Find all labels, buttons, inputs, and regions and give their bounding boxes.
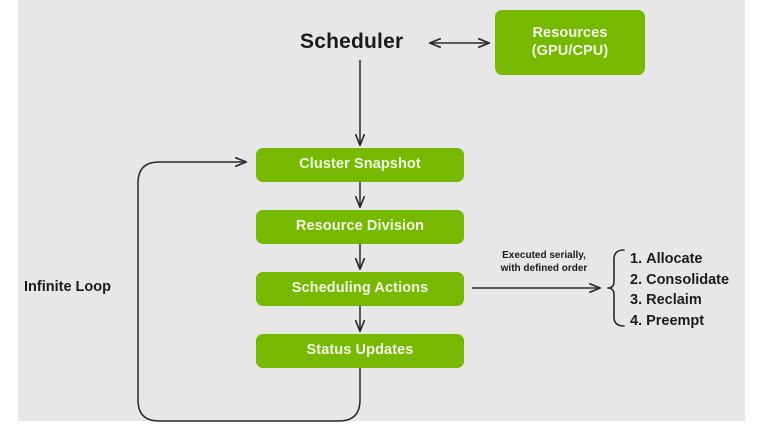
node-resource-division[interactable]: Resource Division (256, 210, 464, 244)
actions-list: 1.Allocate 2.Consolidate 3.Reclaim 4.Pre… (630, 249, 729, 331)
list-item: 4.Preempt (630, 311, 729, 332)
node-cluster-snapshot[interactable]: Cluster Snapshot (256, 148, 464, 182)
connector-infinite-loop (137, 162, 361, 422)
serial-note-line1: Executed serially, (502, 250, 586, 261)
node-resources[interactable]: Resources (GPU/CPU) (495, 10, 645, 75)
action-number: 2. (630, 271, 643, 288)
list-item: 3.Reclaim (630, 290, 729, 311)
action-number: 3. (630, 292, 643, 309)
list-item: 1.Allocate (630, 249, 729, 270)
node-resources-line2: (GPU/CPU) (531, 42, 609, 59)
node-resources-line1: Resources (532, 25, 608, 42)
serial-note-line2: with defined order (500, 262, 588, 274)
serial-execution-note: Executed serially, with defined order (484, 250, 604, 275)
action-label: Preempt (646, 312, 705, 329)
list-item: 2.Consolidate (630, 270, 729, 291)
action-number: 4. (630, 312, 643, 329)
actions-brace (607, 249, 625, 327)
infinite-loop-label: Infinite Loop (24, 279, 111, 295)
action-label: Consolidate (646, 271, 730, 288)
page-title: Scheduler (300, 30, 404, 53)
action-label: Reclaim (646, 292, 702, 309)
node-status-updates[interactable]: Status Updates (256, 334, 464, 368)
action-number: 1. (630, 251, 643, 267)
node-scheduling-actions[interactable]: Scheduling Actions (256, 272, 464, 306)
action-label: Allocate (646, 251, 703, 267)
